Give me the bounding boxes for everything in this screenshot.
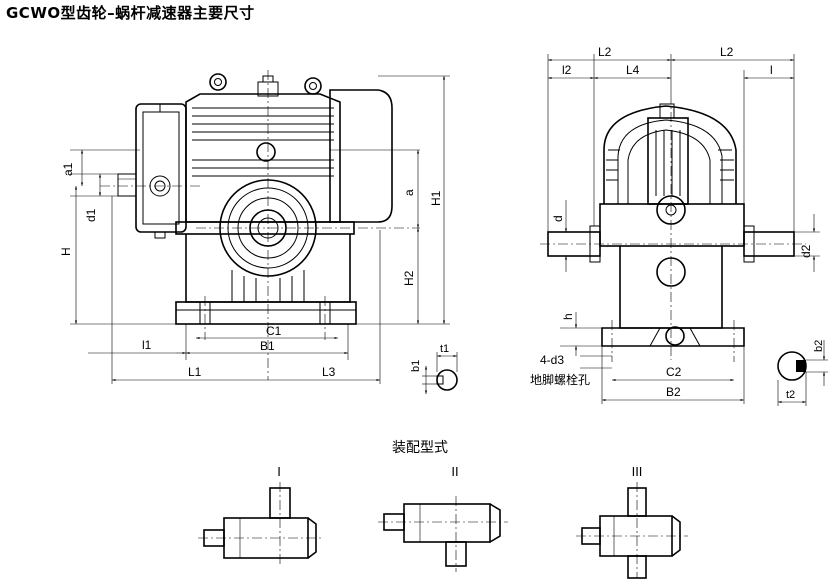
dim-label-B1: B1: [260, 339, 275, 353]
assembly-type-2: [378, 496, 508, 572]
dim-label-d1: d1: [84, 208, 98, 222]
dim-label-d: d: [551, 215, 565, 222]
dim-label-H1: H1: [429, 190, 443, 206]
dim-label-C1: C1: [266, 324, 282, 338]
assembly-type-label-2: II: [451, 464, 458, 479]
dim-label-b2: b2: [813, 340, 825, 352]
dim-label-H: H: [59, 247, 73, 256]
dim-label-a: a: [402, 189, 416, 196]
assembly-type-label-1: I: [277, 464, 281, 479]
key-section-detail-1: [422, 352, 458, 394]
dim-label-L3: L3: [322, 365, 336, 379]
dim-label-l2: l2: [562, 63, 572, 77]
side-view: [540, 54, 820, 404]
dim-label-a1: a1: [61, 162, 75, 176]
dim-label-L4: L4: [626, 63, 640, 77]
foot-hole-label: 地脚螺栓孔: [530, 372, 590, 387]
dim-label-l1: l1: [142, 338, 152, 352]
dim-label-b1: b1: [410, 360, 422, 372]
dim-label-C2: C2: [666, 365, 682, 379]
dim-label-L1: L1: [188, 365, 202, 379]
assembly-type-label-3: III: [632, 464, 643, 479]
key-section-detail-2: [777, 340, 828, 406]
assembly-title: 装配型式: [392, 439, 448, 455]
dim-label-B2: B2: [666, 385, 681, 399]
dim-label-d3: 4-d3: [540, 353, 564, 367]
dim-label-d2: d2: [799, 244, 813, 258]
dim-label-H2: H2: [402, 270, 416, 286]
dim-label-t2: t2: [786, 389, 795, 401]
dim-label-L2-right: L2: [720, 45, 734, 59]
dim-label-t1: t1: [440, 343, 449, 355]
assembly-type-1: [198, 482, 324, 566]
page-title: GCWO型齿轮–蜗杆减速器主要尺寸: [6, 4, 255, 22]
dim-label-L2-left: L2: [598, 45, 612, 59]
dim-label-l: l: [770, 63, 773, 77]
assembly-type-3: [576, 482, 688, 579]
dim-label-h: h: [561, 313, 575, 320]
front-view: [70, 70, 450, 384]
